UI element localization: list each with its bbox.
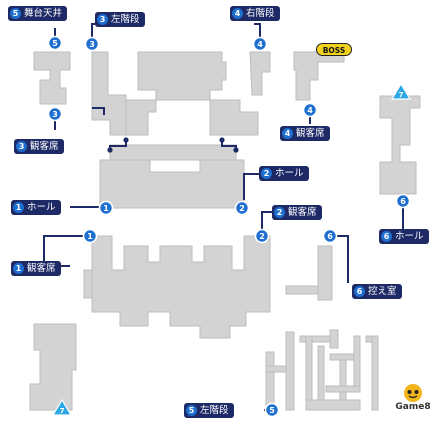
number-markers: 5 3 4 3 4 2 1 6 xyxy=(47,35,411,418)
marker-3-mid[interactable]: 3 xyxy=(47,106,63,122)
label-text: 観客席 xyxy=(27,263,56,274)
room-right-wing xyxy=(209,99,259,136)
label-text: 舞台天井 xyxy=(24,8,63,19)
marker-1-hall[interactable]: 1 xyxy=(98,200,114,216)
svg-text:5: 5 xyxy=(269,406,275,415)
label-number: 3 xyxy=(97,14,108,25)
label-left-stair-bottom: 5 左階段 xyxy=(184,403,234,418)
svg-text:6: 6 xyxy=(327,232,333,241)
label-number: 1 xyxy=(13,263,24,274)
marker-4-mid[interactable]: 4 xyxy=(302,102,318,118)
marker-6-hall[interactable]: 6 xyxy=(395,193,411,209)
label-hall-1: 1 ホール xyxy=(11,200,61,215)
label-number: 3 xyxy=(16,141,27,152)
label-number: 4 xyxy=(232,8,243,19)
label-number: 4 xyxy=(282,128,293,139)
label-audience-2: 2 観客席 xyxy=(272,205,322,220)
marker-6-waiting[interactable]: 6 xyxy=(322,228,338,244)
room-main-hall-top xyxy=(109,144,237,161)
marker-5-bottom[interactable]: 5 xyxy=(264,402,280,418)
room-stage-ceiling xyxy=(33,51,71,105)
label-number: 5 xyxy=(186,405,197,416)
label-text: 右階段 xyxy=(246,8,275,19)
label-text: 左階段 xyxy=(111,14,140,25)
warp-7-bottom[interactable]: 7 xyxy=(51,398,73,416)
label-right-stair-top: 4 右階段 xyxy=(230,6,280,21)
svg-text:4: 4 xyxy=(257,40,263,49)
room-audience-left-edge xyxy=(83,269,93,299)
game8-mascot-icon xyxy=(404,384,422,402)
marker-1-audience[interactable]: 1 xyxy=(82,228,98,244)
svg-text:1: 1 xyxy=(87,232,93,241)
label-audience-3: 3 観客席 xyxy=(14,139,64,154)
boss-marker[interactable]: BOSS xyxy=(316,43,352,56)
room-right-stair xyxy=(249,51,271,96)
label-number: 2 xyxy=(274,207,285,218)
label-stage-ceiling: 5 舞台天井 xyxy=(8,6,68,21)
label-text: 観客席 xyxy=(296,128,325,139)
marker-2-hall[interactable]: 2 xyxy=(234,200,250,216)
label-audience-1: 1 観客席 xyxy=(11,261,61,276)
label-number: 2 xyxy=(261,168,272,179)
room-boss-corridor xyxy=(293,51,345,101)
svg-text:3: 3 xyxy=(52,110,58,119)
label-text: ホール xyxy=(395,231,424,242)
room-waiting-link xyxy=(285,285,319,295)
room-left-stair xyxy=(91,51,127,136)
room-main-hall-inner xyxy=(149,159,201,173)
room-lower-left xyxy=(29,323,77,411)
label-number: 5 xyxy=(10,8,21,19)
marker-3-top[interactable]: 3 xyxy=(84,36,100,52)
label-text: 観客席 xyxy=(30,141,59,152)
svg-text:3: 3 xyxy=(89,40,95,49)
svg-text:6: 6 xyxy=(400,197,406,206)
label-hall-2: 2 ホール xyxy=(259,166,309,181)
label-text: 左階段 xyxy=(200,405,229,416)
marker-4-top[interactable]: 4 xyxy=(252,36,268,52)
label-hall-6: 6 ホール xyxy=(379,229,429,244)
floor-rooms xyxy=(29,51,421,411)
svg-text:4: 4 xyxy=(307,106,313,115)
label-left-stair-top: 3 左階段 xyxy=(95,12,145,27)
triangle-icon xyxy=(390,82,412,100)
svg-text:1: 1 xyxy=(103,204,109,213)
svg-text:2: 2 xyxy=(239,204,245,213)
svg-text:5: 5 xyxy=(52,39,58,48)
label-number: 6 xyxy=(354,286,365,297)
label-number: 1 xyxy=(13,202,24,213)
logo-text: Game8 xyxy=(395,402,431,412)
room-stage-top xyxy=(137,51,227,101)
label-text: 控え室 xyxy=(368,286,397,297)
warp-markers: 7 7 xyxy=(51,82,412,416)
marker-5-top[interactable]: 5 xyxy=(47,35,63,51)
warp-7-top[interactable]: 7 xyxy=(390,82,412,100)
marker-2-audience[interactable]: 2 xyxy=(254,228,270,244)
room-lower-right-maze xyxy=(265,329,379,411)
svg-text:7: 7 xyxy=(399,91,404,99)
triangle-icon xyxy=(51,398,73,416)
svg-text:7: 7 xyxy=(60,407,65,415)
label-text: 観客席 xyxy=(288,207,317,218)
label-audience-4: 4 観客席 xyxy=(280,126,330,141)
label-number: 6 xyxy=(381,231,392,242)
label-waiting-room: 6 控え室 xyxy=(352,284,402,299)
game8-logo: Game8 xyxy=(388,382,438,412)
room-right-tower xyxy=(379,95,421,195)
room-waiting xyxy=(317,245,333,301)
svg-text:2: 2 xyxy=(259,232,265,241)
label-text: ホール xyxy=(275,168,304,179)
label-text: ホール xyxy=(27,202,56,213)
room-left-wing xyxy=(125,99,157,136)
room-audience-lower xyxy=(91,235,271,339)
